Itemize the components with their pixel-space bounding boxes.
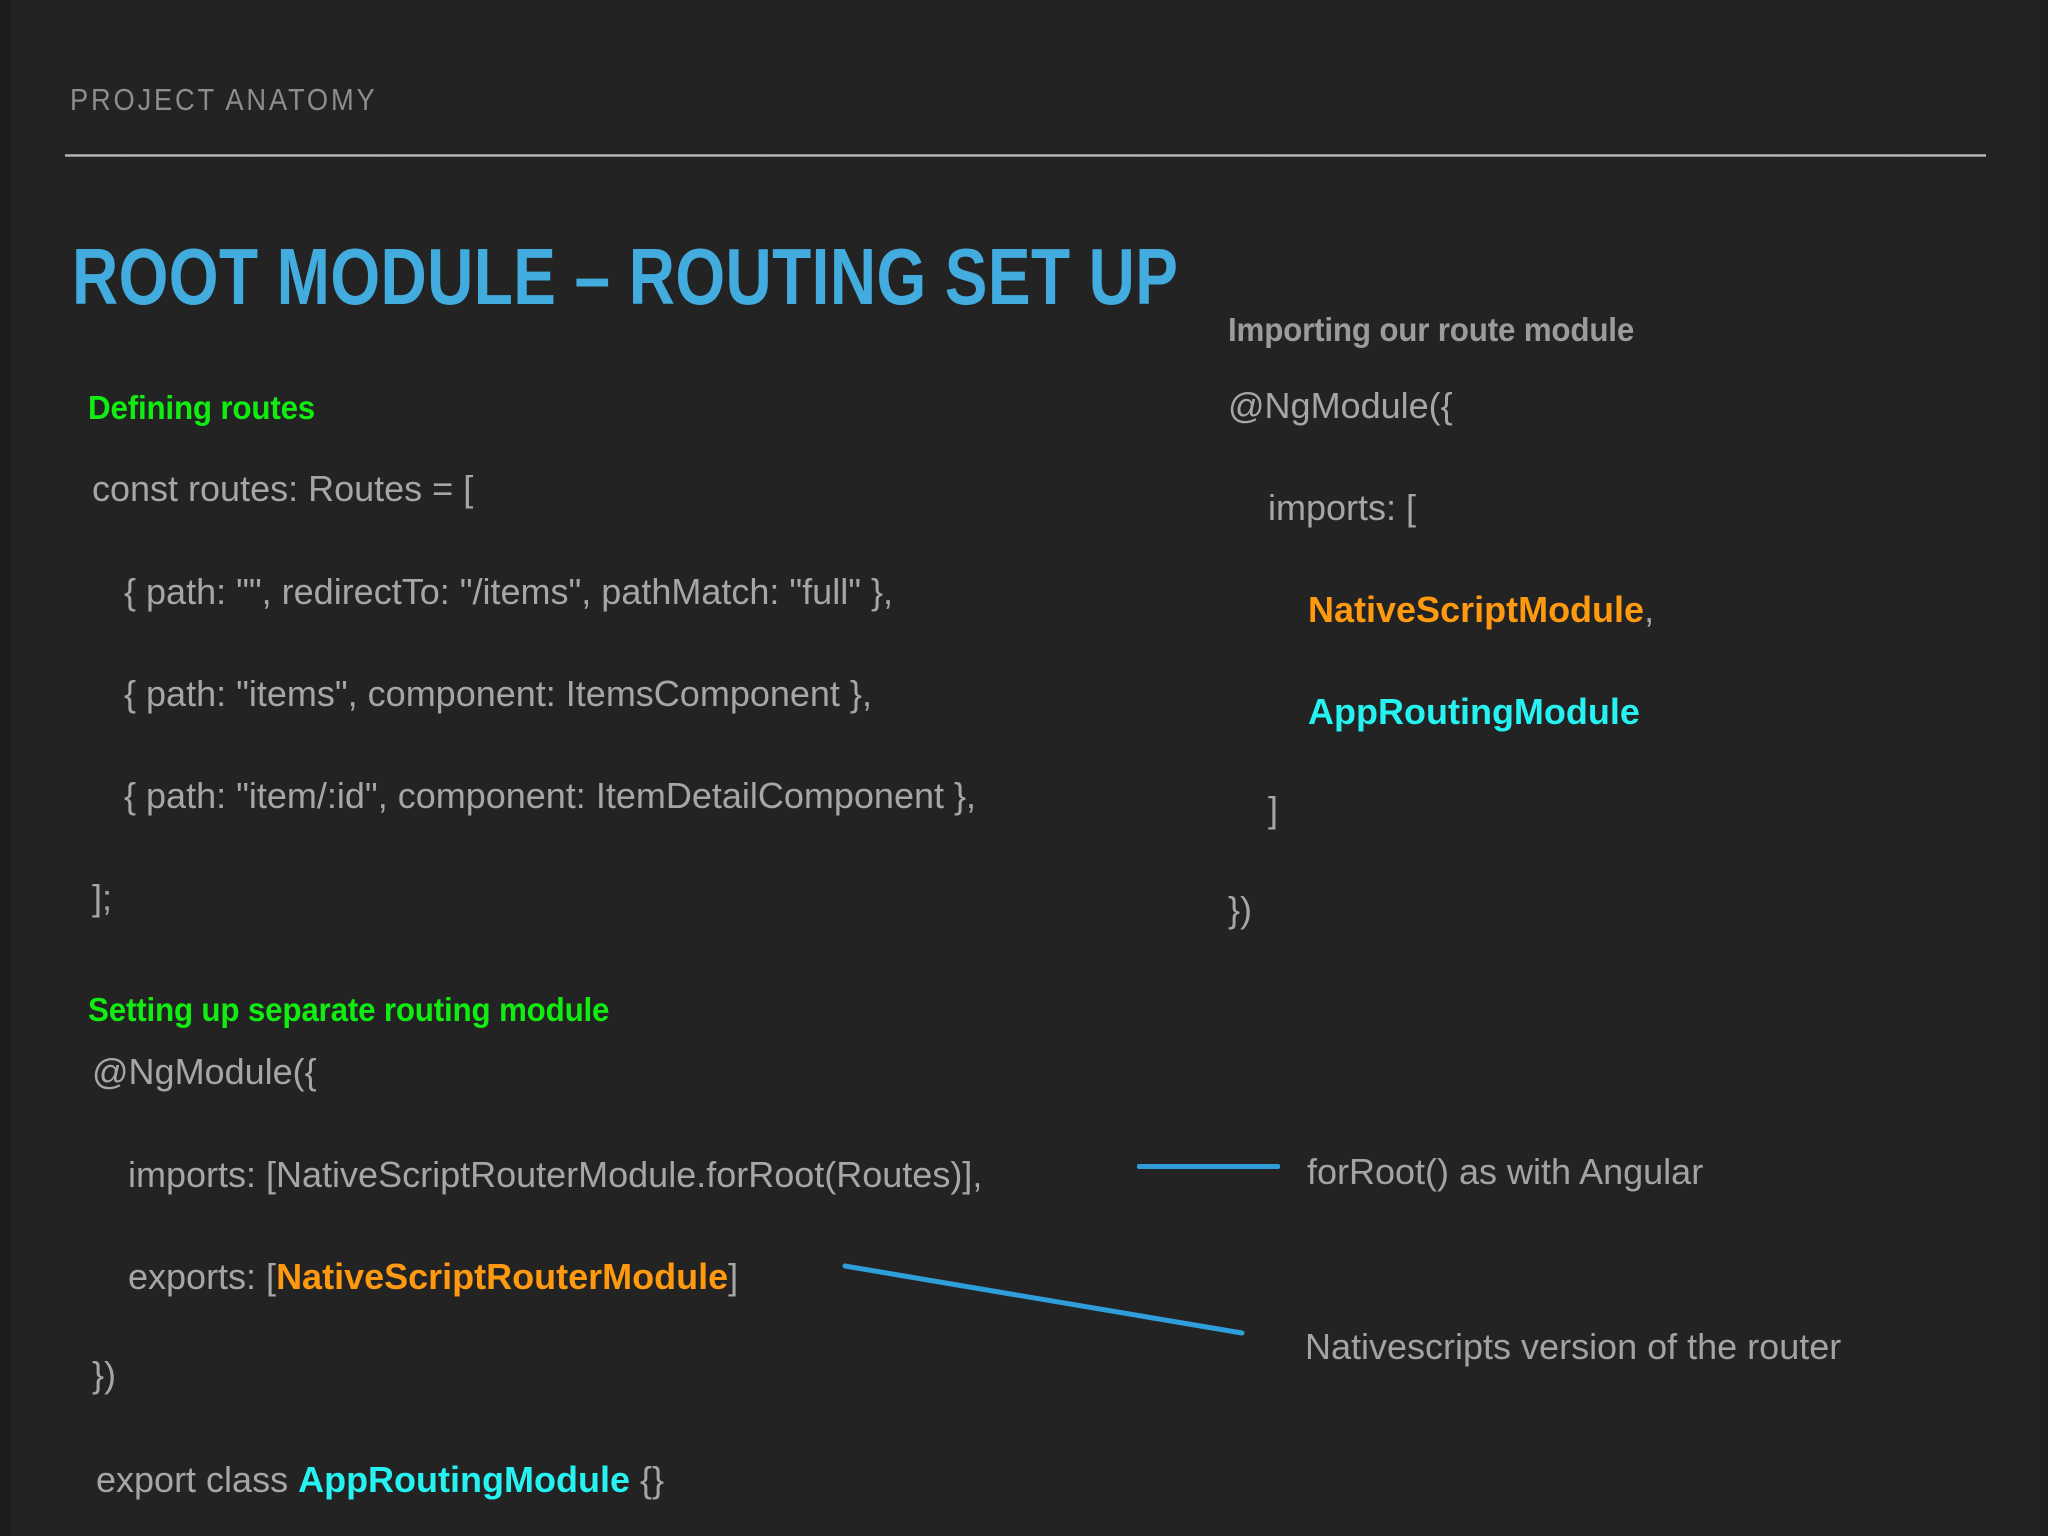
code-routes-close: ]; (92, 877, 113, 918)
code-imports-close-right: ] (1268, 789, 1279, 830)
keyword-approutingmodule-export: AppRoutingModule (298, 1459, 630, 1500)
keyword-approutingmodule-import: AppRoutingModule (1308, 691, 1640, 732)
code-ngmodule-close-right: }) (1228, 889, 1253, 930)
code-export-class-line: export class AppRoutingModule {} (96, 1460, 664, 1500)
code-route-redirect: { path: "", redirectTo: "/items", pathMa… (124, 571, 894, 612)
header-divider (65, 154, 1986, 157)
keyword-nativescriptmodule: NativeScriptModule (1308, 589, 1645, 630)
keyword-nativescriptroutermodule: NativeScriptRouterModule (276, 1256, 729, 1297)
page-title: ROOT MODULE – ROUTING SET UP (72, 232, 1179, 321)
code-route-items: { path: "items", component: ItemsCompone… (124, 673, 872, 714)
heading-importing-route-module: Importing our route module (1228, 311, 1635, 348)
heading-defining-routes: Defining routes (88, 389, 316, 426)
code-ngmodule-open-right: @NgModule({ (1228, 385, 1453, 426)
code-route-item-detail: { path: "item/:id", component: ItemDetai… (124, 775, 977, 816)
code-imports-open-right: imports: [ (1268, 487, 1417, 528)
code-exports-prefix: exports: [ (128, 1256, 277, 1297)
heading-separate-routing-module: Setting up separate routing module (88, 991, 610, 1028)
code-export-class-suffix: {} (630, 1459, 665, 1500)
code-ngmodule-open-left: @NgModule({ (92, 1051, 317, 1092)
right-edge-strip (2040, 0, 2048, 1536)
code-imports-forroot: imports: [NativeScriptRouterModule.forRo… (128, 1154, 983, 1195)
connector-line-forroot (1137, 1164, 1280, 1169)
code-import-nativescriptmodule: NativeScriptModule, (1308, 590, 1654, 630)
code-export-class-prefix: export class (96, 1459, 299, 1500)
annotation-nativescript-router: Nativescripts version of the router (1305, 1326, 1842, 1367)
import-comma: , (1644, 589, 1655, 630)
annotation-forroot: forRoot() as with Angular (1307, 1151, 1704, 1192)
slide-kicker: PROJECT ANATOMY (70, 82, 378, 117)
left-edge-strip (0, 0, 11, 1536)
code-const-routes: const routes: Routes = [ (92, 468, 474, 509)
code-exports-line: exports: [NativeScriptRouterModule] (128, 1257, 738, 1297)
code-exports-suffix: ] (728, 1256, 739, 1297)
code-ngmodule-close-left: }) (92, 1354, 117, 1395)
